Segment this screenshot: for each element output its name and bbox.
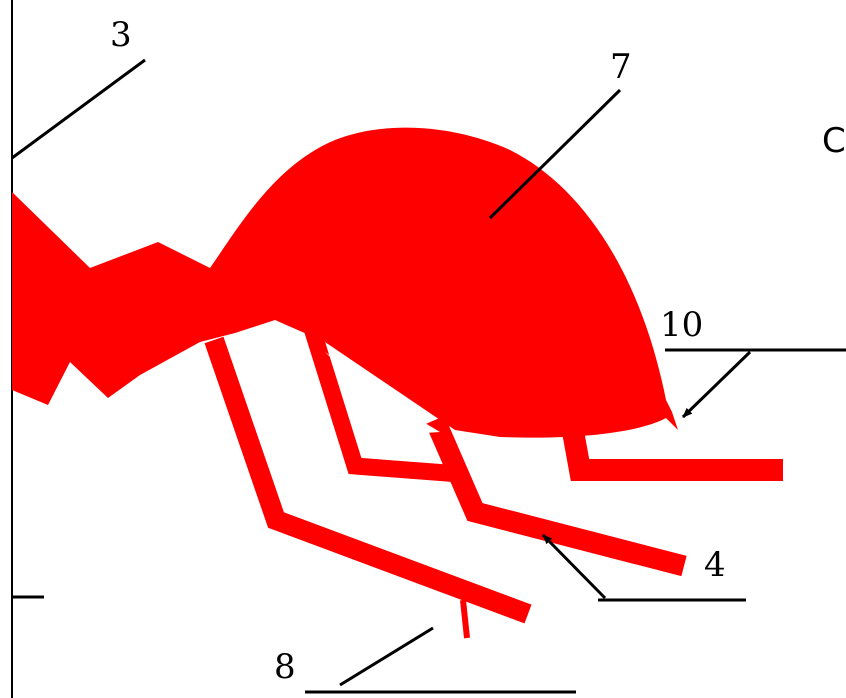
label-10: 10 [660,305,703,345]
ant-body [12,128,678,438]
leg-front-claw [463,600,467,638]
edge-glyph: С [822,121,846,161]
label-4: 4 [704,545,726,585]
label-3: 3 [110,15,132,55]
leader-3 [12,60,145,158]
leader-8 [340,628,433,685]
label-8: 8 [274,647,296,687]
arrow-10 [683,352,750,417]
label-7: 7 [610,47,632,87]
leg-rear-left [435,420,684,566]
